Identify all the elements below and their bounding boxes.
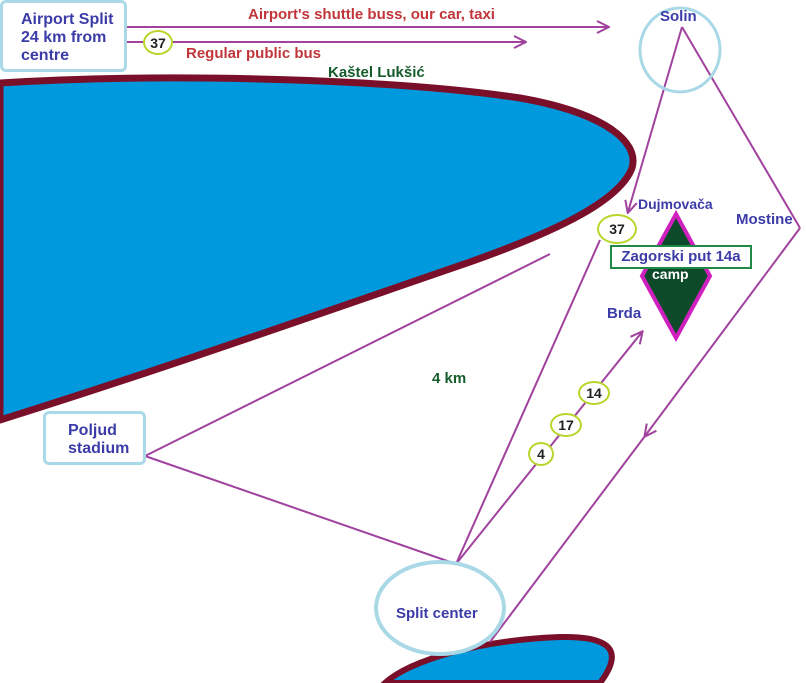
airport-box: Airport Split 24 km from centre [0, 0, 127, 72]
airport-label-line1: Airport Split [21, 11, 114, 28]
route-lines [127, 26, 801, 643]
camp-address-box: Zagorski put 14a [610, 245, 752, 269]
sea-area-bottom [380, 633, 615, 683]
dujmovaca-label: Dujmovača [638, 196, 713, 212]
airport-label-line2: 24 km from [21, 29, 107, 46]
regular-bus-label: Regular public bus [186, 45, 322, 62]
mostine-to-split-lower-route [489, 435, 646, 643]
poljud-to-kastel-route [144, 253, 551, 457]
bus-line-4-badge: 4 [528, 442, 554, 466]
shuttle-route-label: Airport's shuttle buss, our car, taxi [248, 6, 495, 23]
mostine-label: Mostine [736, 211, 793, 228]
split-center-label: Split center [396, 605, 478, 622]
kastel-luksic-label: Kaštel Lukšić [328, 64, 425, 81]
brda-label: Brda [607, 305, 642, 322]
split-to-camp-route [455, 239, 601, 565]
bus-line-37-camp-badge: 37 [597, 214, 637, 244]
camp-label: camp [652, 266, 689, 282]
solin-label: Solin [660, 8, 697, 25]
sea-area [0, 74, 637, 424]
mostine-to-split-route [645, 227, 801, 436]
solin-circle [638, 6, 722, 94]
solin-to-mostine-route [681, 26, 801, 229]
split-center-circle [374, 560, 506, 656]
bus-line-17-badge: 17 [550, 413, 582, 437]
poljud-label-line2: stadium [68, 440, 130, 457]
airport-label-line3: centre [21, 47, 70, 64]
poljud-label-line1: Poljud [68, 422, 117, 439]
distance-label: 4 km [432, 370, 467, 387]
poljud-stadium-box: Poljud stadium [43, 411, 146, 465]
bus-line-14-badge: 14 [578, 381, 610, 405]
solin-to-camp-route [628, 26, 683, 212]
bus-line-37-badge: 37 [143, 30, 173, 55]
poljud-to-split-route [144, 455, 457, 565]
